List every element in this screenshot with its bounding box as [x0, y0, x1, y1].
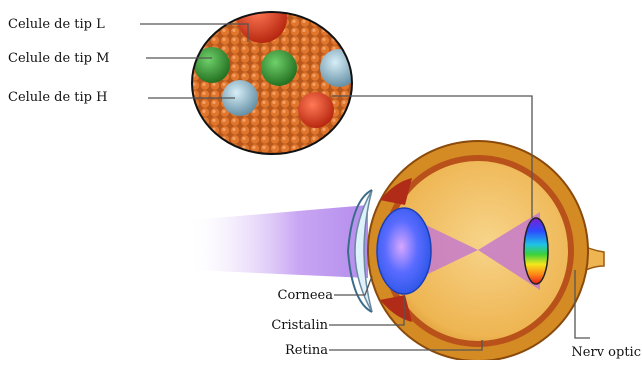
- label-retina: Retina: [285, 343, 328, 358]
- label-cells-h: Celule de tip H: [8, 90, 107, 105]
- label-cornea: Corneea: [278, 288, 334, 303]
- cone-m-center: [261, 50, 297, 86]
- label-lens: Cristalin: [271, 318, 328, 333]
- label-optic-nerve: Nerv optic: [571, 345, 641, 360]
- retina-spectrum: [524, 218, 548, 284]
- label-cells-l: Celule de tip L: [8, 17, 105, 32]
- light-beam: [192, 205, 368, 278]
- label-cells-m: Celule de tip M: [8, 51, 109, 66]
- cone-l-bottom: [298, 92, 334, 128]
- eye-cross-section: [348, 141, 604, 360]
- cone-mosaic: [192, 0, 358, 154]
- lens-shape: [377, 208, 431, 294]
